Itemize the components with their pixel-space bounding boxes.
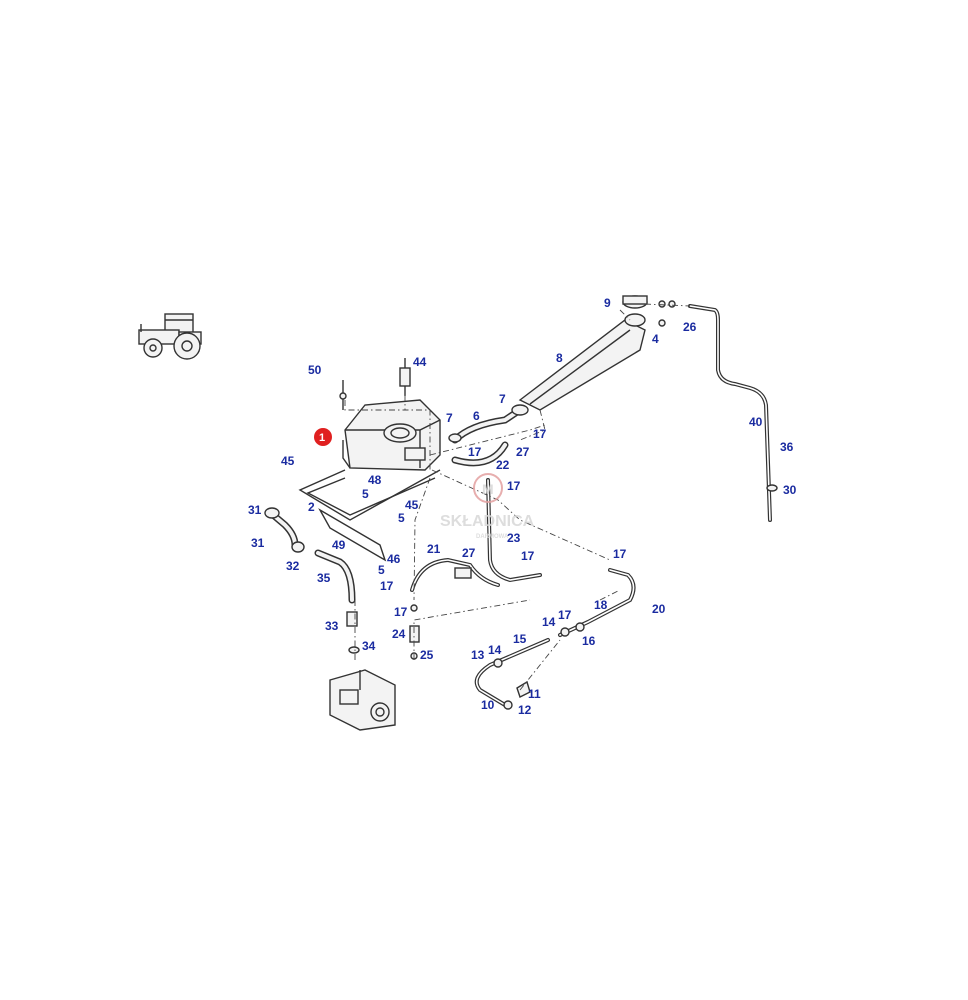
callout: 27 xyxy=(516,445,530,459)
fitting-32 xyxy=(346,611,358,627)
fitting-11 xyxy=(516,680,531,698)
callout: 45 xyxy=(281,454,295,468)
vent-pipe-35 xyxy=(688,304,772,522)
callout: 40 xyxy=(749,415,763,429)
callout: 10 xyxy=(481,698,495,712)
callout-1-highlight[interactable]: 1 xyxy=(314,428,332,446)
callout: 44 xyxy=(413,355,427,369)
callout: 13 xyxy=(471,648,485,662)
filler-cap-9 xyxy=(622,295,676,327)
svg-text:M: M xyxy=(482,481,494,497)
callout-labels: 2 4 5 5 5 6 7 7 8 9 10 11 12 13 14 14 15… xyxy=(248,296,797,717)
callout: 20 xyxy=(652,602,666,616)
callout: 5 xyxy=(378,563,385,577)
callout: 35 xyxy=(317,571,331,585)
clamp-7 xyxy=(511,404,529,416)
callout: 36 xyxy=(780,440,794,454)
sender-unit-40 xyxy=(399,358,411,396)
callout: 7 xyxy=(499,392,506,406)
callout: 33 xyxy=(325,619,339,633)
watermark-main: SKŁADNICA xyxy=(440,513,535,530)
fuel-pump xyxy=(329,669,396,731)
callout: 21 xyxy=(427,542,441,556)
callout: 11 xyxy=(528,687,541,701)
callout: 9 xyxy=(604,296,611,310)
callout: 30 xyxy=(783,483,797,497)
callout: 14 xyxy=(542,615,556,629)
line-22 xyxy=(486,478,542,583)
filler-neck-8 xyxy=(518,313,646,411)
callout: 24 xyxy=(392,627,406,641)
callout: 5 xyxy=(398,511,405,525)
callout: 17 xyxy=(558,608,572,622)
fitting-10 xyxy=(503,700,513,710)
fuel-tank xyxy=(342,399,441,471)
callout: 50 xyxy=(308,363,322,377)
callout: 45 xyxy=(405,498,419,512)
callout: 18 xyxy=(594,598,608,612)
callout: 17 xyxy=(613,547,627,561)
clip-27 xyxy=(766,484,778,492)
callout: 5 xyxy=(362,487,369,501)
callout: 17 xyxy=(521,549,535,563)
callout: 26 xyxy=(683,320,697,334)
callout: 17 xyxy=(507,479,521,493)
callout: 6 xyxy=(473,409,480,423)
clip-26 xyxy=(454,567,472,579)
tank-bracket xyxy=(298,469,441,562)
callout: 25 xyxy=(420,648,434,662)
callout: 22 xyxy=(496,458,510,472)
watermark: M SKŁADNICA DARMOWA xyxy=(440,473,535,540)
callout: 15 xyxy=(513,632,527,646)
callout: 2 xyxy=(308,500,315,514)
callout: 8 xyxy=(556,351,563,365)
callout: 31 xyxy=(248,503,262,517)
callout: 48 xyxy=(368,473,382,487)
callout: 17 xyxy=(533,427,547,441)
watermark-sub: DARMOWA xyxy=(476,534,509,540)
bolt-49 xyxy=(339,380,347,410)
callout: 23 xyxy=(507,531,521,545)
callout: 46 xyxy=(387,552,401,566)
callout: 7 xyxy=(446,411,453,425)
leader-lines xyxy=(344,303,691,691)
callout: 49 xyxy=(332,538,346,552)
callout: 12 xyxy=(518,703,532,717)
callout: 16 xyxy=(582,634,596,648)
callout: 17 xyxy=(394,605,408,619)
svg-text:1: 1 xyxy=(319,432,325,444)
callout: 27 xyxy=(462,546,476,560)
tractor-icon xyxy=(138,313,202,360)
callout: 32 xyxy=(286,559,300,573)
callout: 14 xyxy=(488,643,502,657)
callout: 17 xyxy=(468,445,482,459)
callout: 31 xyxy=(251,536,265,550)
callout: 17 xyxy=(380,579,394,593)
callout: 4 xyxy=(652,332,659,346)
callout: 34 xyxy=(362,639,376,653)
fitting-23 xyxy=(409,604,420,660)
